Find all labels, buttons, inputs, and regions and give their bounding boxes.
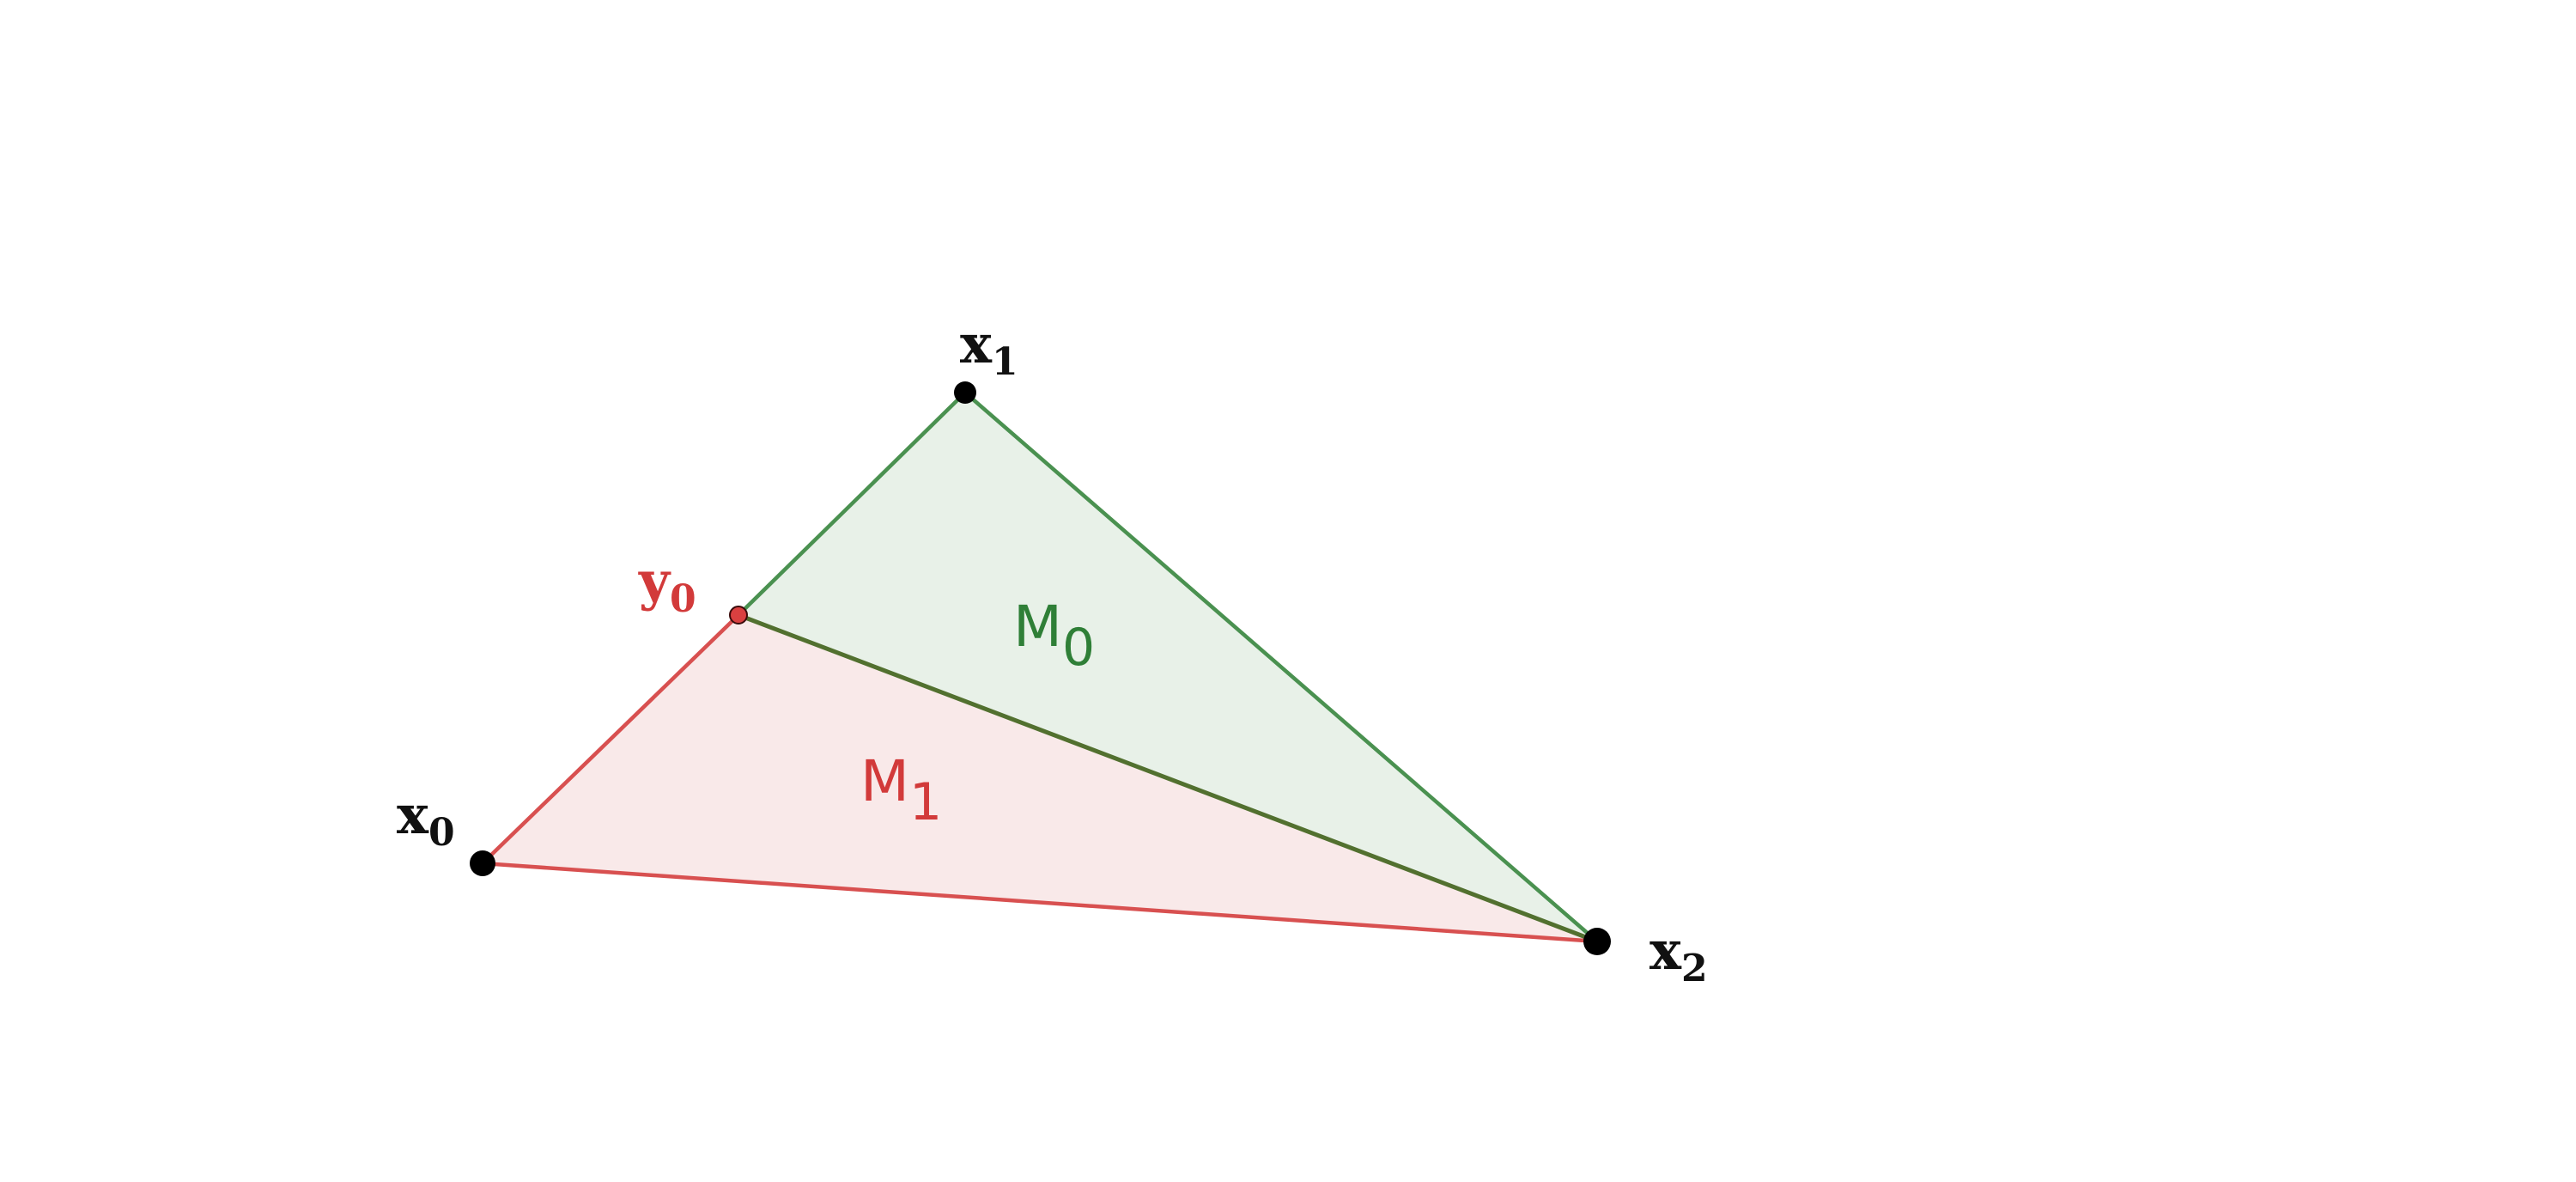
vertex-x0-label: x0: [397, 783, 455, 855]
vertex-x0-point: [470, 850, 495, 876]
edge-y0-x2-shared: [736, 612, 1600, 944]
vertex-y0-label: y0: [638, 550, 696, 621]
vertex-x2-point: [1583, 928, 1611, 955]
edge-x0-x2: [480, 861, 1600, 944]
vertex-x1-label: x1: [960, 313, 1018, 384]
edge-y0-x1: [736, 390, 968, 618]
edge-x1-x2: [963, 390, 1600, 944]
region-m0-fill: [738, 393, 1597, 941]
region-m1-fill: [483, 615, 1597, 941]
region-m1-label: M1: [860, 748, 942, 832]
region-m0-label: M0: [1013, 594, 1095, 678]
vertex-x1-point: [954, 381, 976, 404]
vertex-x2-label: x2: [1649, 919, 1708, 990]
vertex-y0-point: [729, 606, 748, 625]
edge-x0-y0: [480, 612, 741, 866]
